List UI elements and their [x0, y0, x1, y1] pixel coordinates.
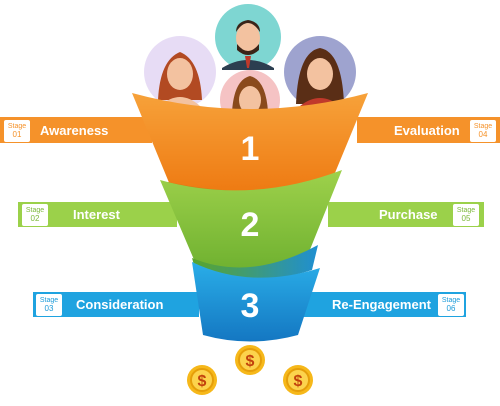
- band-evaluation: [357, 117, 500, 143]
- funnel-number-1: 1: [240, 130, 260, 168]
- band-consideration: [33, 292, 199, 317]
- coin-icon: [283, 365, 313, 395]
- funnel-level-1: [132, 93, 368, 193]
- band-awareness: [0, 117, 152, 143]
- stage-label-purchase: Purchase: [379, 207, 438, 222]
- coin-symbol: $: [246, 353, 255, 370]
- stage-label-re-engagement: Re-Engagement: [332, 297, 431, 312]
- stage-label-evaluation: Evaluation: [394, 123, 460, 138]
- coin-icon: [187, 365, 217, 395]
- avatar-woman-left: [144, 36, 216, 108]
- band-interest: [18, 202, 177, 227]
- band-re-engagement: [301, 292, 466, 317]
- band-purchase: [328, 202, 484, 227]
- coin-icon: [235, 345, 265, 375]
- stage-label-awareness: Awareness: [40, 123, 109, 138]
- stage-label-interest: Interest: [73, 207, 120, 222]
- funnel-level-2: [160, 170, 342, 271]
- funnel-number-3: 3: [240, 287, 260, 325]
- avatar-man-top: [215, 4, 281, 70]
- stage-label-consideration: Consideration: [76, 297, 164, 312]
- coin-symbol: $: [198, 373, 207, 390]
- funnel-level-3: [192, 262, 320, 342]
- avatar-woman-right: [284, 36, 356, 108]
- coin-symbol: $: [294, 373, 303, 390]
- funnel-number-2: 2: [240, 206, 260, 244]
